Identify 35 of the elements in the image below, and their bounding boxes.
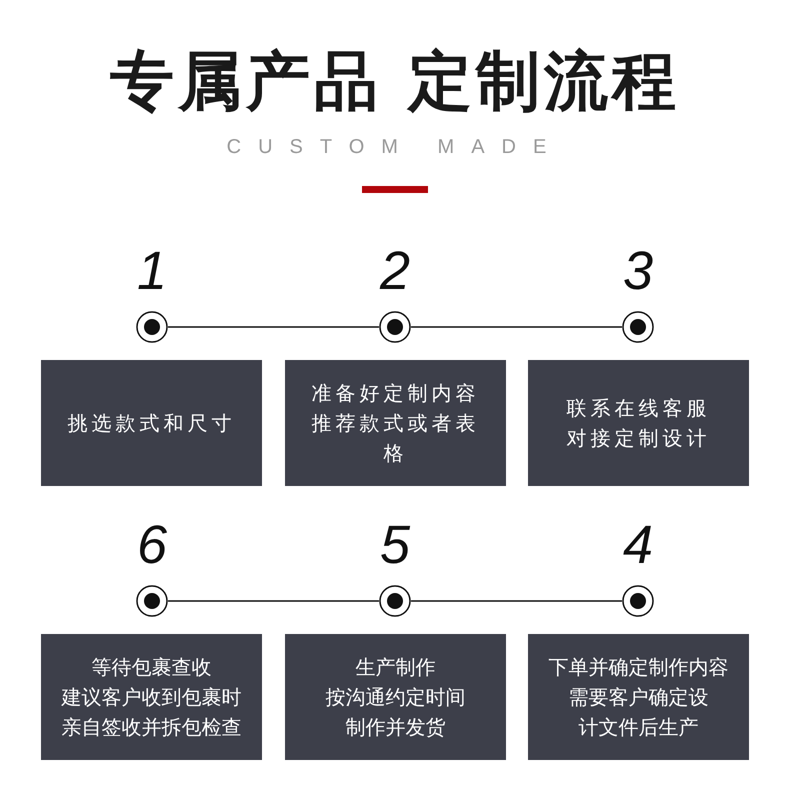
step-description: 推荐款式或者表格	[310, 410, 480, 467]
step-number: 1	[136, 241, 168, 301]
connector-line	[411, 600, 622, 602]
title: 专属产品 定制流程	[108, 44, 682, 121]
step-title: 准备好定制内容	[310, 380, 480, 407]
step-number: 2	[378, 241, 412, 301]
step-number: 3	[622, 241, 654, 301]
connector-line	[168, 326, 379, 328]
step-title: 下单并确定制作内容	[548, 654, 730, 681]
step-description: 对接定制设计	[566, 425, 712, 452]
step-number: 5	[378, 515, 412, 575]
subtitle: CUSTOM MADE	[226, 136, 564, 159]
step-marker-icon	[622, 311, 654, 343]
step-description: 需要客户确定设计文件后生产	[568, 684, 710, 741]
step-marker-icon	[379, 311, 411, 343]
step-box	[528, 360, 749, 486]
step-title: 等待包裹查收	[90, 654, 212, 681]
step-marker-icon	[136, 585, 168, 617]
step-description: 按沟通约定时间制作并发货	[324, 684, 466, 741]
step-number: 4	[622, 515, 654, 575]
step-box	[285, 634, 506, 760]
connector-line	[411, 326, 622, 328]
step-box	[41, 360, 262, 486]
step-box	[41, 634, 262, 760]
step-number: 6	[136, 515, 168, 575]
step-box	[528, 634, 749, 760]
step-marker-icon	[379, 585, 411, 617]
step-title: 联系在线客服	[566, 395, 712, 422]
step-marker-icon	[136, 311, 168, 343]
step-title: 生产制作	[354, 654, 436, 681]
step-marker-icon	[622, 585, 654, 617]
connector-line	[168, 600, 379, 602]
step-description: 建议客户收到包裹时亲自签收并拆包检查	[60, 684, 242, 741]
step-box	[285, 360, 506, 486]
step-title: 挑选款式和尺寸	[66, 410, 236, 437]
